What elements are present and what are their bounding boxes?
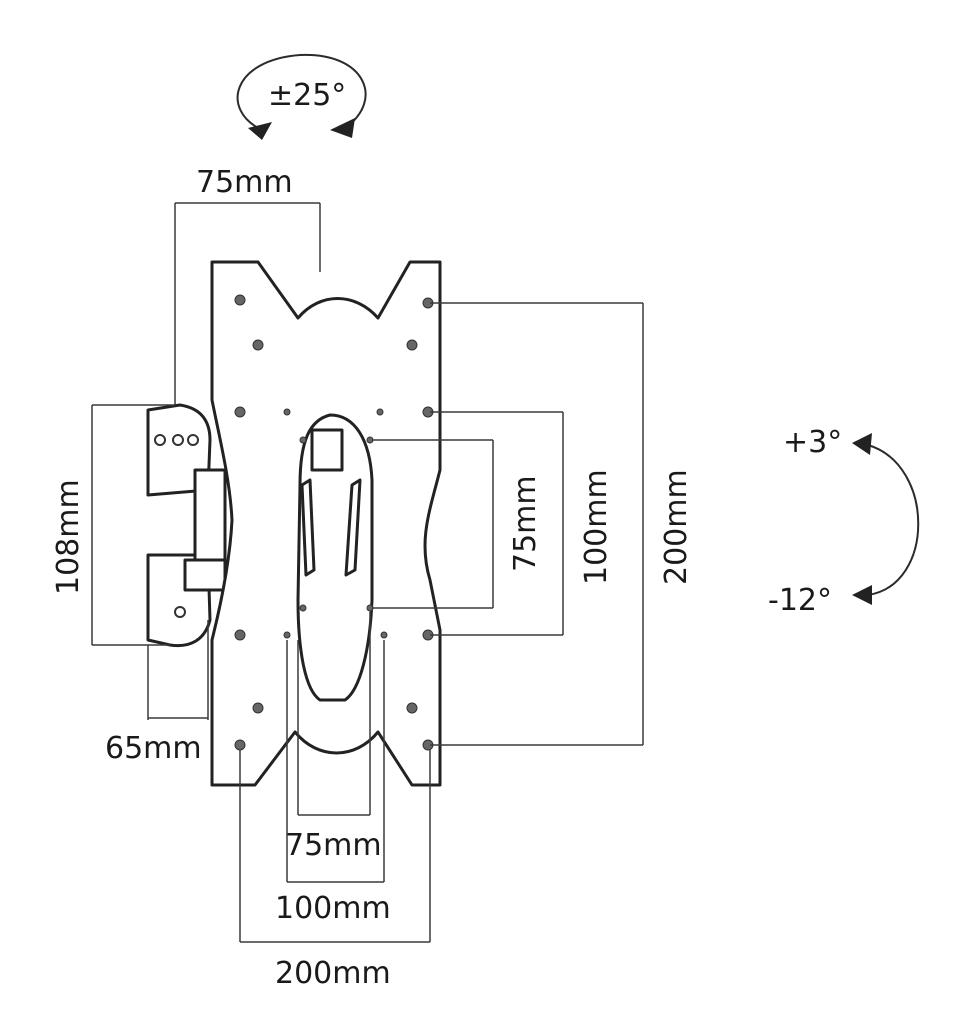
bracket-hole-icon — [174, 606, 186, 618]
swivel-arc-icon — [236, 53, 367, 131]
vesa-plate — [210, 260, 442, 787]
vesa-hole-icon — [376, 408, 384, 416]
tilt-down-label: -12° — [768, 583, 832, 618]
tilt-down-arrow-icon — [852, 585, 872, 605]
vesa-hole-icon — [252, 339, 264, 351]
tilt-up-arrow-icon — [852, 433, 872, 455]
vertical-200-label: 200mm — [659, 469, 694, 585]
vertical-100-dimension: 100mm — [430, 411, 614, 636]
tilt-slot-right — [344, 478, 362, 577]
top-width-dimension: 75mm — [174, 165, 321, 405]
tilt-arc-icon — [867, 444, 920, 596]
bottom-100-label: 100mm — [275, 891, 391, 926]
vertical-75-dimension: 75mm — [372, 439, 543, 609]
vesa-hole-icon — [299, 436, 307, 444]
vertical-75-label: 75mm — [508, 475, 543, 572]
bracket-height-dimension: 108mm — [51, 404, 175, 646]
bracket-hole-icon — [172, 434, 184, 446]
vesa-hole-icon — [234, 406, 246, 418]
tilt-indicator: +3° -12° — [768, 425, 920, 618]
swivel-label: ±25° — [268, 78, 346, 113]
bottom-75-label: 75mm — [285, 828, 382, 863]
vesa-hole-icon — [406, 339, 418, 351]
vesa-hole-icon — [283, 408, 291, 416]
arm-nut — [183, 558, 227, 592]
vesa-hole-icon — [234, 294, 246, 306]
bracket-height-label: 108mm — [51, 479, 86, 595]
vesa-hole-icon — [406, 702, 418, 714]
vesa-hole-icon — [283, 631, 291, 639]
vertical-100-label: 100mm — [579, 469, 614, 585]
tilt-up-label: +3° — [783, 425, 842, 460]
vesa-hole-icon — [380, 631, 388, 639]
bottom-75-dimension: 75mm — [285, 612, 382, 863]
bracket-hole-icon — [187, 434, 199, 446]
vertical-200-dimension: 200mm — [430, 302, 694, 746]
vesa-hole-icon — [299, 604, 307, 612]
swivel-indicator: ±25° — [236, 53, 367, 140]
top-width-label: 75mm — [196, 165, 293, 200]
swivel-left-arrow-icon — [248, 122, 272, 140]
vesa-hole-icon — [234, 629, 246, 641]
swivel-right-arrow-icon — [330, 118, 355, 138]
arm-offset-label: 65mm — [105, 731, 202, 766]
tilt-slot-left — [300, 478, 316, 577]
arm-offset-dimension: 65mm — [105, 620, 209, 766]
bottom-100-dimension: 100mm — [275, 640, 391, 926]
bottom-200-label: 200mm — [275, 956, 391, 991]
vesa-hole-icon — [234, 739, 246, 751]
bottom-200-dimension: 200mm — [239, 750, 431, 991]
vesa-hole-icon — [252, 702, 264, 714]
tilt-lock — [310, 428, 344, 472]
bracket-hole-icon — [154, 434, 166, 446]
wall-bracket — [146, 403, 227, 648]
